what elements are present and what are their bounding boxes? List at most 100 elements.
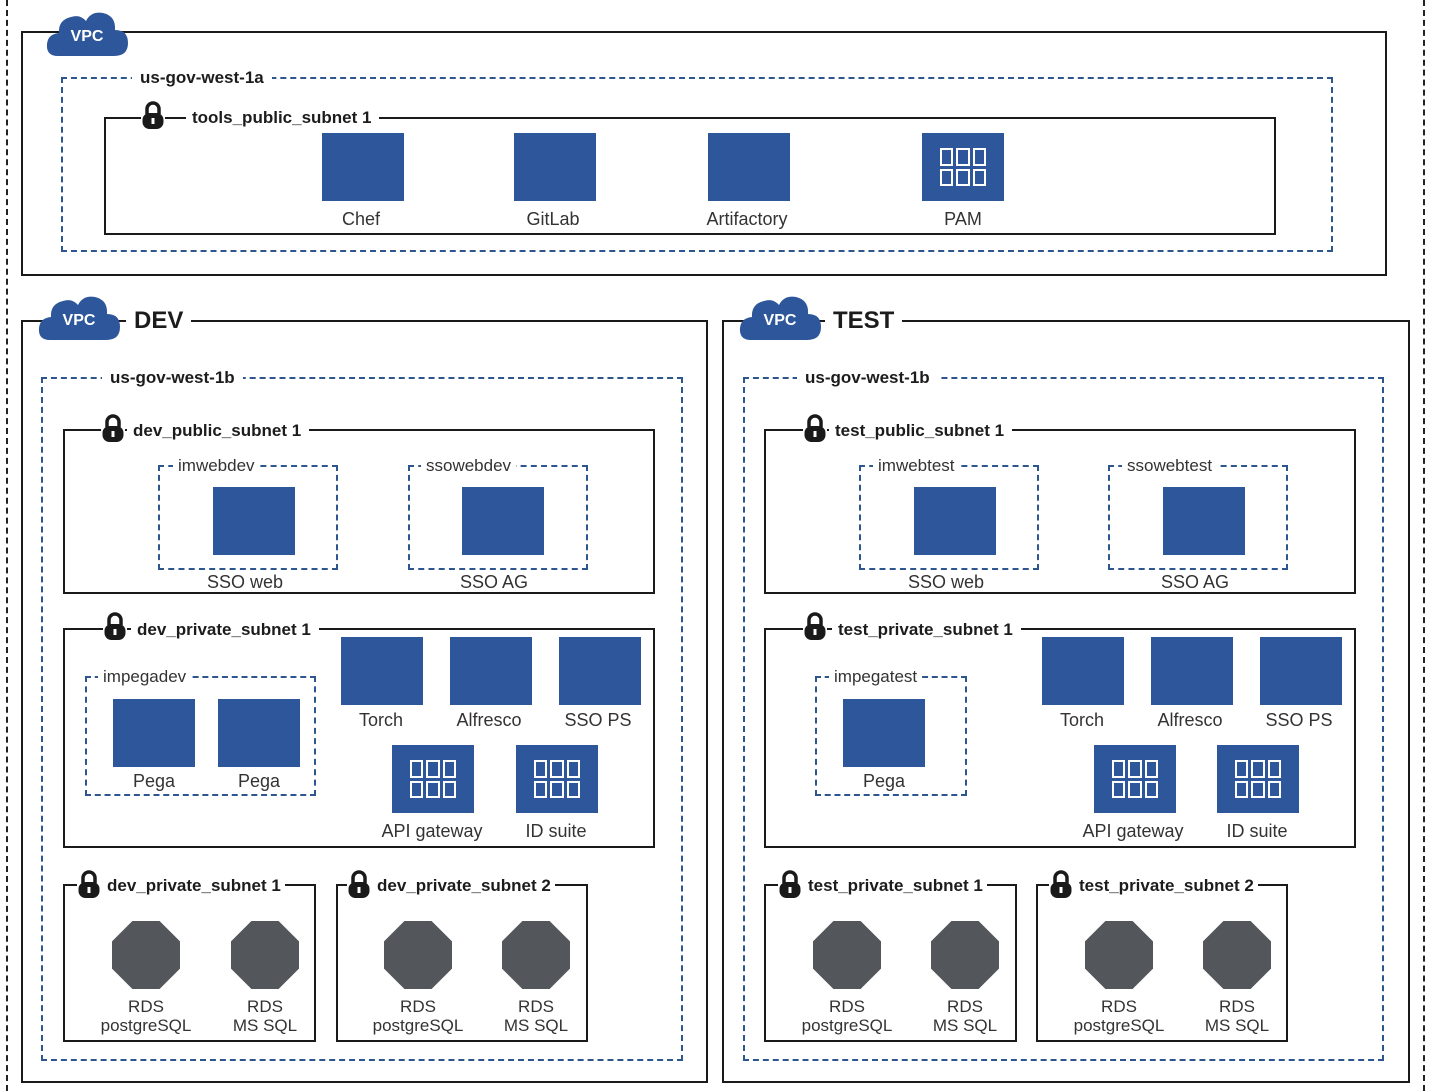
env-label: DEV — [126, 309, 192, 333]
service-label: Chef — [341, 209, 381, 229]
id-suite-grid-icon — [516, 745, 598, 813]
api-gateway-grid-icon — [392, 745, 474, 813]
database-icon — [1203, 921, 1271, 989]
test-public-subnet — [764, 429, 1356, 594]
database-icon — [112, 921, 180, 989]
service-label: API gateway — [1082, 821, 1184, 841]
lock-icon — [803, 414, 827, 444]
subnet-label: test_private_subnet 1 — [802, 877, 987, 894]
instance-group-label: ssowebdev — [421, 457, 517, 474]
vpc-label: VPC — [70, 28, 104, 45]
service-label: PAM — [944, 209, 982, 229]
service-label: SSO web — [206, 572, 284, 592]
instance-group-label: impegatest — [829, 668, 923, 685]
dev-private-subnet — [63, 628, 655, 848]
service-label: ID suite — [1226, 821, 1288, 841]
lock-icon — [1049, 870, 1073, 900]
id-suite-grid-icon — [1217, 745, 1299, 813]
lock-icon — [347, 870, 371, 900]
pega-icon — [843, 699, 925, 767]
dev-public-subnet — [63, 429, 655, 594]
subnet-label: test_public_subnet 1 — [829, 422, 1013, 439]
service-label: SSO PS — [1265, 710, 1333, 730]
subnet-label: test_private_subnet 1 — [832, 621, 1021, 638]
database-icon — [502, 921, 570, 989]
database-icon — [813, 921, 881, 989]
lock-icon — [77, 870, 101, 900]
subnet-label: dev_private_subnet 1 — [101, 877, 285, 894]
sso-ag-icon — [462, 487, 544, 555]
chef-icon — [322, 133, 404, 201]
region-box — [61, 77, 1333, 252]
service-label: Alfresco — [456, 710, 522, 730]
instance-group-label: ssowebtest — [1122, 457, 1218, 474]
gitlab-icon — [514, 133, 596, 201]
test-vpc — [722, 320, 1410, 1083]
vpc-label: VPC — [763, 312, 797, 329]
cloud-icon: VPC — [44, 8, 130, 58]
instance-group-label: impegadev — [98, 668, 192, 685]
cloud-icon: VPC — [737, 292, 823, 342]
service-label: GitLab — [526, 209, 580, 229]
service-label: Torch — [1059, 710, 1105, 730]
service-label: SSO PS — [564, 710, 632, 730]
alfresco-icon — [1151, 637, 1233, 705]
lock-icon — [778, 870, 802, 900]
region-label: us-gov-west-1a — [132, 69, 272, 86]
pega-icon — [218, 699, 300, 767]
service-label: SSO web — [907, 572, 985, 592]
lock-icon — [141, 101, 165, 131]
database-icon — [384, 921, 452, 989]
lock-icon — [803, 612, 827, 642]
outer-dash-right — [1423, 0, 1425, 1091]
instance-group — [85, 676, 316, 796]
torch-icon — [1042, 637, 1124, 705]
database-icon — [231, 921, 299, 989]
region-label: us-gov-west-1b — [797, 369, 938, 386]
service-label: Pega — [862, 771, 906, 791]
sso-web-icon — [914, 487, 996, 555]
sso-ag-icon — [1163, 487, 1245, 555]
tools-subnet — [104, 117, 1276, 235]
torch-icon — [341, 637, 423, 705]
region-box — [743, 377, 1384, 1061]
region-label: us-gov-west-1b — [102, 369, 243, 386]
sso-web-icon — [213, 487, 295, 555]
lock-icon — [103, 612, 127, 642]
subnet-label: dev_public_subnet 1 — [127, 422, 310, 439]
service-label: ID suite — [525, 821, 587, 841]
service-label: API gateway — [381, 821, 483, 841]
region-box — [41, 377, 683, 1061]
service-label: Pega — [132, 771, 176, 791]
lock-icon — [101, 414, 125, 444]
vpc-label: VPC — [62, 312, 96, 329]
service-label: Artifactory — [706, 209, 788, 229]
outer-dash-left — [6, 0, 8, 1091]
sso-ps-icon — [1260, 637, 1342, 705]
cloud-icon: VPC — [36, 292, 122, 342]
database-icon — [1085, 921, 1153, 989]
sso-ps-icon — [559, 637, 641, 705]
subnet-label: dev_private_subnet 2 — [371, 877, 555, 894]
env-label: TEST — [825, 309, 903, 333]
api-gateway-grid-icon — [1094, 745, 1176, 813]
subnet-label: tools_public_subnet 1 — [186, 109, 380, 126]
tools-vpc — [21, 31, 1387, 276]
instance-group-label: imwebtest — [873, 457, 960, 474]
subnet-label: dev_private_subnet 1 — [131, 621, 319, 638]
service-label: SSO AG — [459, 572, 529, 592]
pega-icon — [113, 699, 195, 767]
service-label: SSO AG — [1160, 572, 1230, 592]
service-label: Alfresco — [1157, 710, 1223, 730]
test-private-subnet — [764, 628, 1356, 848]
dev-vpc — [21, 320, 708, 1083]
artifactory-icon — [708, 133, 790, 201]
pam-grid-icon — [922, 133, 1004, 201]
